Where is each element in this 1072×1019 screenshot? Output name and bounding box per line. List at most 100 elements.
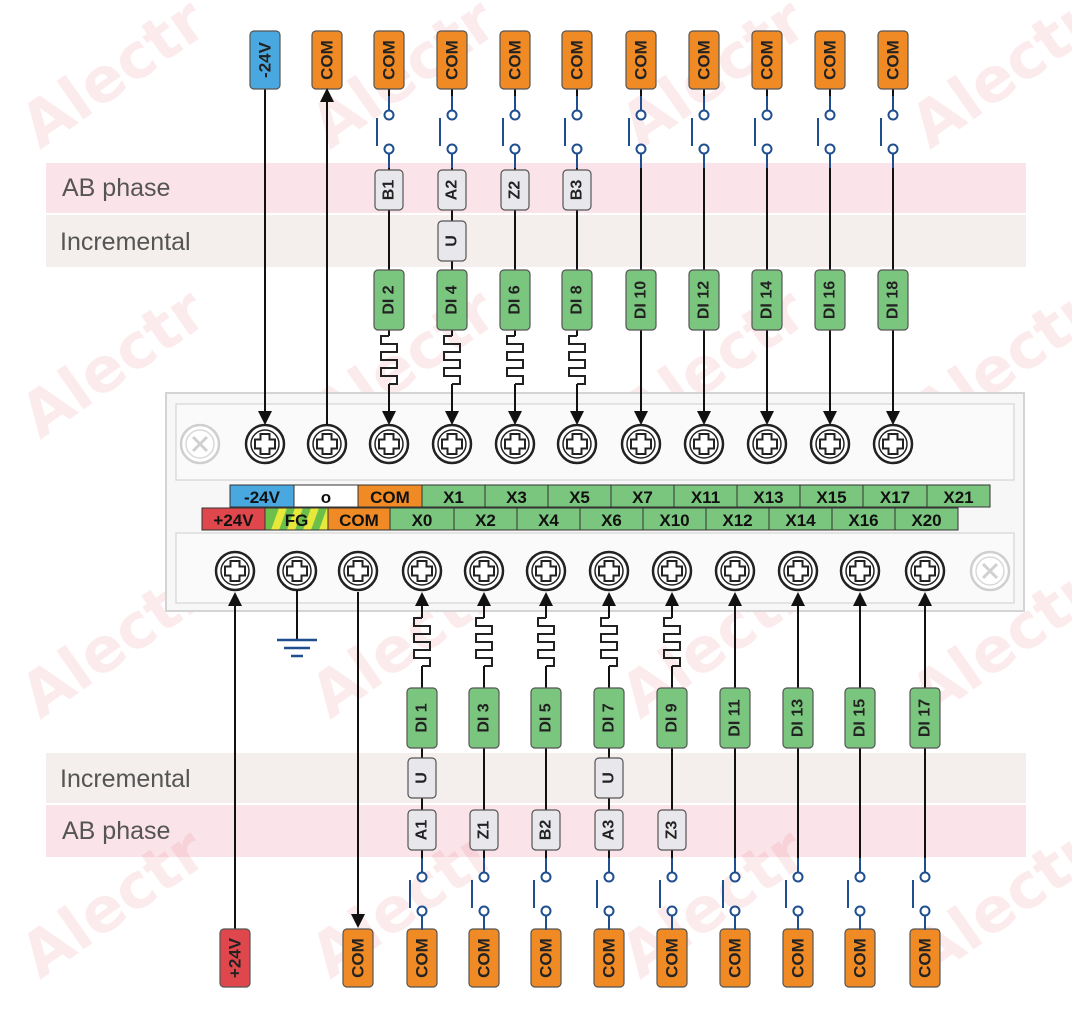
screw-cross <box>224 560 246 582</box>
contact-pin <box>509 143 521 155</box>
box-text: DI 17 <box>917 699 934 737</box>
resistor-icon <box>506 335 524 385</box>
box <box>249 30 281 90</box>
switch-contact-icon <box>564 96 583 168</box>
box <box>814 269 846 331</box>
terminal-label: X12 <box>722 511 752 530</box>
lower-strip-cell: X0 <box>389 507 455 531</box>
screw-cross <box>473 560 495 582</box>
arrow-down-icon <box>258 411 272 425</box>
bottom-di-box: DI 3 <box>468 687 500 749</box>
top-source-label-2: COM <box>373 30 405 90</box>
switch-contact-icon <box>502 96 521 168</box>
contact-pin <box>446 143 458 155</box>
box <box>499 30 531 90</box>
box-text: COM <box>663 938 682 978</box>
arrow-up-icon <box>728 592 742 606</box>
bottom-source-label-3: COM <box>406 928 438 988</box>
contact-pin <box>919 871 931 883</box>
box <box>751 30 783 90</box>
box <box>436 30 468 90</box>
top-phase-ab-box: B3 <box>562 169 592 211</box>
switch-contact-icon <box>754 96 773 168</box>
box-text: COM <box>726 938 745 978</box>
terminal-label: o <box>321 488 331 507</box>
switch-contact-icon <box>880 96 899 168</box>
box-text: DI 13 <box>790 699 807 737</box>
box <box>656 687 688 749</box>
top-di-box: DI 8 <box>561 269 593 331</box>
box-text: COM <box>443 40 462 80</box>
box-text: DI 1 <box>414 703 431 732</box>
terminal-label: X14 <box>785 511 816 530</box>
box-text: COM <box>884 40 903 80</box>
box-text: COM <box>851 938 870 978</box>
lower-screw-icon <box>651 550 693 592</box>
lower-strip-cell: X4 <box>516 507 581 531</box>
box-text: DI 4 <box>444 285 461 314</box>
lower-strip-cell: X10 <box>642 507 707 531</box>
box-text: A1 <box>414 820 431 841</box>
bottom-source-label-4: COM <box>468 928 500 988</box>
box-text: Z1 <box>476 821 493 840</box>
box <box>530 687 562 749</box>
top-source-label-5: COM <box>561 30 593 90</box>
top-di-box: DI 4 <box>436 269 468 331</box>
top-source-label-10: COM <box>877 30 909 90</box>
arrow-up-icon <box>320 88 334 102</box>
upper-strip-cell: X5 <box>547 484 612 508</box>
lower-blank-screw-icon <box>969 550 1011 592</box>
box <box>688 30 720 90</box>
box <box>782 687 814 749</box>
arrow-down-icon <box>697 411 711 425</box>
bottom-di-box: DI 9 <box>656 687 688 749</box>
box <box>561 269 593 331</box>
bottom-di-box: DI 13 <box>782 687 814 749</box>
box-text: DI 7 <box>601 703 618 732</box>
screw-cross <box>849 560 871 582</box>
screw-cross <box>819 433 841 455</box>
bottom-source-label-9: COM <box>782 928 814 988</box>
arrow-down-icon <box>351 914 365 928</box>
top-source-label-4: COM <box>499 30 531 90</box>
screw-cross <box>286 560 308 582</box>
box-text: U <box>414 772 431 784</box>
box-text: DI 8 <box>569 285 586 314</box>
contact-pin <box>478 905 490 917</box>
screw-cross <box>566 433 588 455</box>
box-text: COM <box>537 938 556 978</box>
box <box>593 687 625 749</box>
lower-screw-icon <box>714 550 756 592</box>
box-text: DI 12 <box>696 281 713 319</box>
ground-icon <box>277 638 317 658</box>
switch-contact-icon <box>409 858 428 930</box>
bottom-phase-ab-box: A1 <box>407 809 437 851</box>
upper-screw-icon <box>746 423 788 465</box>
screw-cross <box>535 560 557 582</box>
terminal-label: X7 <box>632 488 653 507</box>
contact-pin <box>635 143 647 155</box>
upper-strip-cell: COM <box>357 484 423 508</box>
contact-pin <box>446 109 458 121</box>
contact-pin <box>478 871 490 883</box>
box <box>500 169 530 211</box>
box <box>751 269 783 331</box>
box <box>625 269 657 331</box>
switch-contact-icon <box>471 858 490 930</box>
box <box>814 30 846 90</box>
upper-screw-icon <box>494 423 536 465</box>
contact-pin <box>792 905 804 917</box>
upper-screw-icon <box>872 423 914 465</box>
terminal-label: COM <box>370 488 410 507</box>
box <box>437 169 467 211</box>
box <box>437 220 467 262</box>
upper-strip-cell: X13 <box>736 484 801 508</box>
top-phase-inc-box: U <box>437 220 467 262</box>
fg-stripe <box>271 508 287 530</box>
contact-pin <box>887 143 899 155</box>
switch-contact-icon <box>533 858 552 930</box>
bottom-source-label-2: COM <box>342 928 374 988</box>
contact-pin <box>509 109 521 121</box>
bottom-di-box: DI 5 <box>530 687 562 749</box>
